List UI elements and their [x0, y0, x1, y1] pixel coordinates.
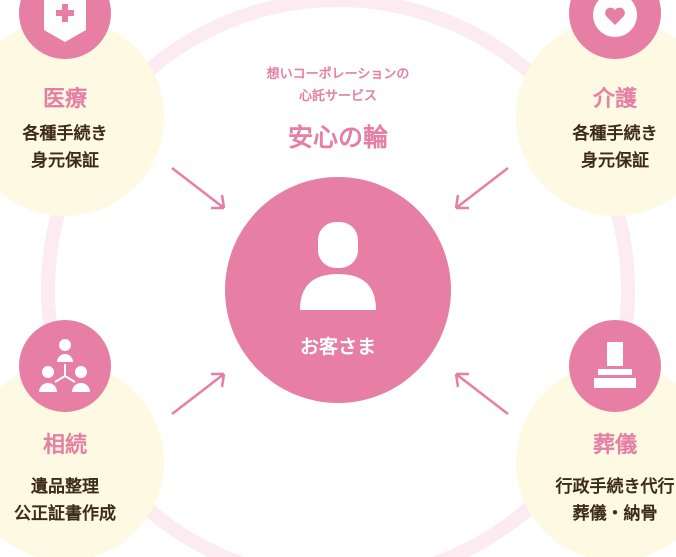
arrow-care — [454, 167, 509, 210]
detail-line: 身元保証 — [31, 151, 99, 171]
cream-circle-care — [516, 18, 676, 216]
service-title-funeral: 葬儀 — [592, 433, 638, 458]
detail-line: 葬儀・納骨 — [572, 504, 658, 524]
service-title-care: 介護 — [592, 87, 638, 112]
outer-ring — [41, 0, 635, 557]
person-icon — [300, 222, 376, 310]
detail-line: 公正証書作成 — [14, 504, 116, 524]
detail-line: 身元保証 — [581, 151, 649, 171]
arrow-funeral — [454, 372, 509, 415]
service-details-funeral: 行政手続き代行 葬儀・納骨 — [556, 474, 675, 528]
service-details-care: 各種手続き 身元保証 — [573, 121, 658, 175]
arrow-inheritance — [171, 372, 226, 415]
service-title-inheritance: 相続 — [42, 433, 88, 458]
service-details-inheritance: 遺品整理 公正証書作成 — [14, 474, 116, 528]
detail-line: 各種手続き — [22, 124, 108, 144]
service-details-medical: 各種手続き 身元保証 — [23, 121, 108, 175]
medical-cross-icon — [44, 0, 86, 42]
lead-line-1: 想いコーポレーションの — [266, 67, 410, 82]
arrow-medical — [171, 167, 226, 210]
cream-circle-inheritance — [0, 363, 164, 557]
family-tree-icon — [39, 339, 90, 392]
cream-circle-medical — [0, 18, 164, 216]
service-title-medical: 医療 — [42, 87, 88, 112]
detail-line: 行政手続き代行 — [555, 477, 675, 497]
cream-circle-funeral — [516, 363, 676, 557]
gravestone-icon — [594, 342, 636, 388]
detail-line: 各種手続き — [572, 124, 658, 144]
lead-line-2: 心託サービス — [298, 89, 377, 104]
customer-label: お客さま — [299, 336, 377, 358]
arrows — [171, 167, 509, 415]
lead-text: 想いコーポレーションの 心託サービス — [267, 64, 410, 108]
page-title: 安心の輪 — [287, 123, 389, 152]
heart-icon — [593, 0, 637, 37]
detail-line: 遺品整理 — [31, 477, 99, 497]
